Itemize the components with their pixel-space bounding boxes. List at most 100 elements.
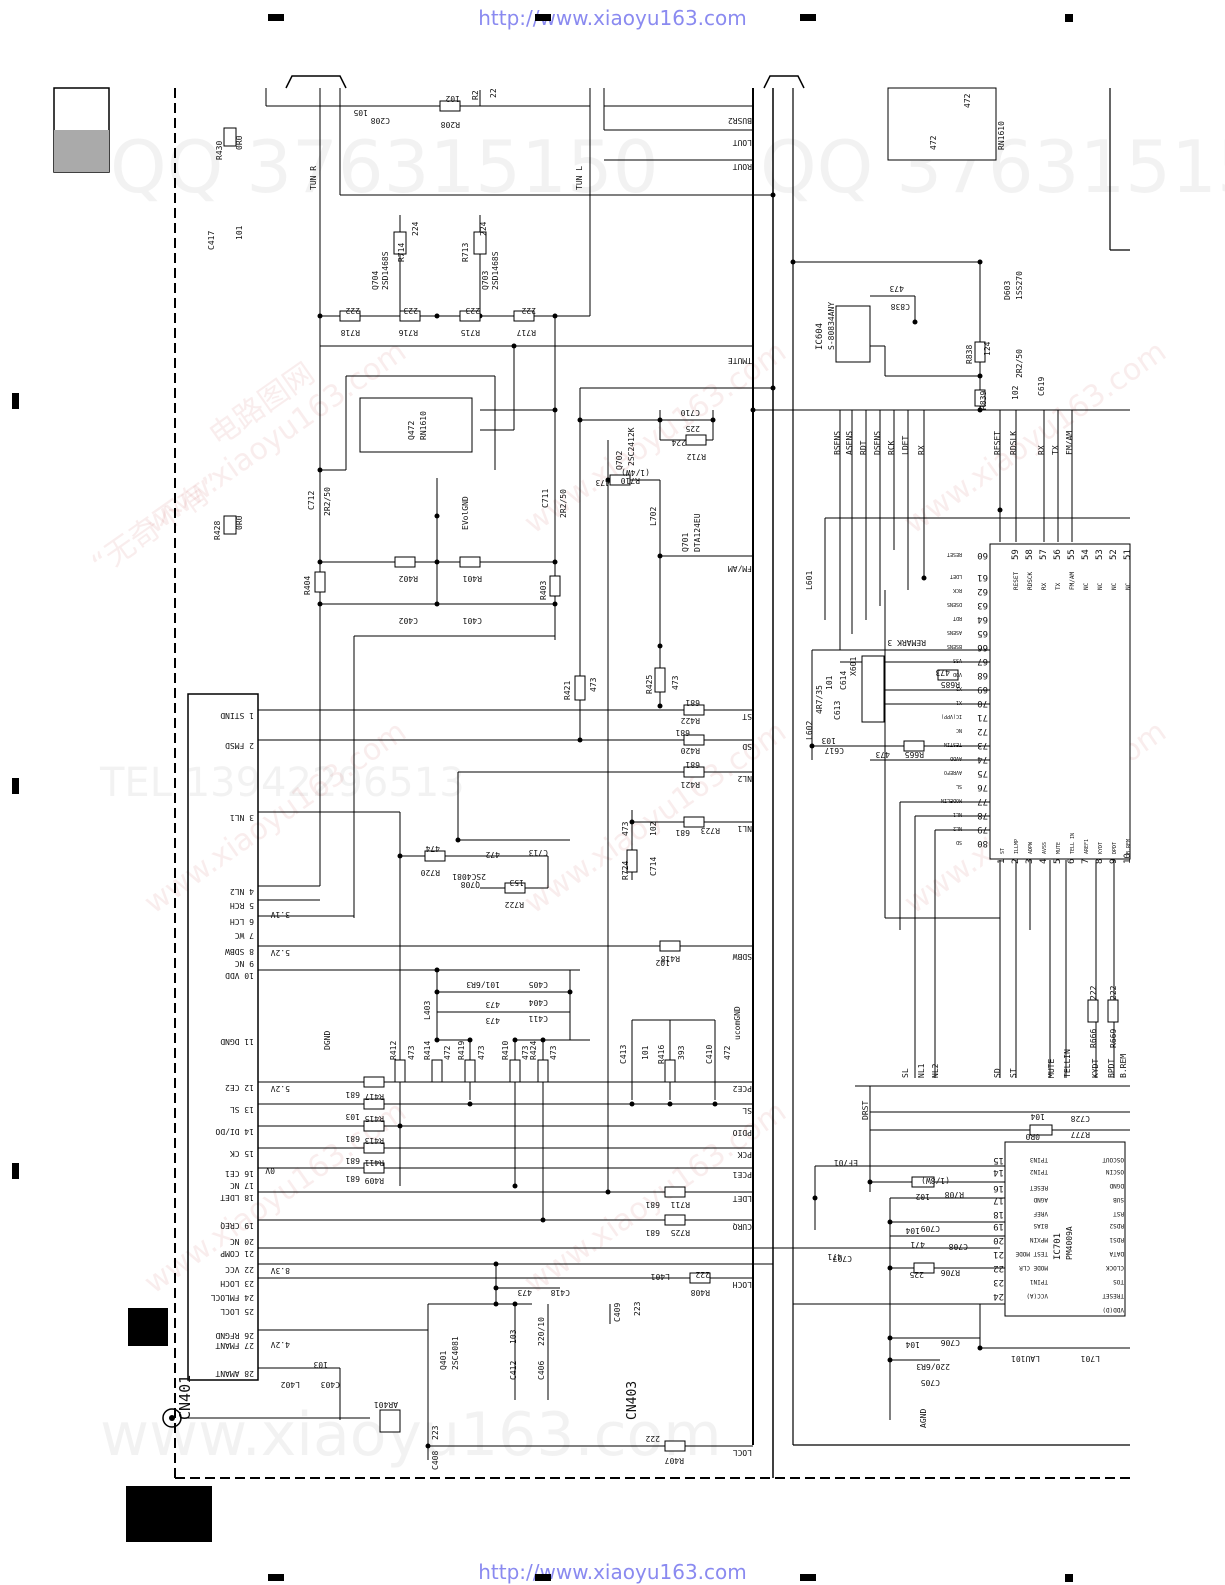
part-label: DSENS [947, 601, 962, 607]
part-label: 102 [915, 1192, 930, 1201]
part-label: 473 [477, 1045, 486, 1060]
part-label: 393 [677, 1045, 686, 1060]
part-label: 473 [485, 1000, 500, 1009]
part-label: C838 [891, 302, 910, 311]
part-label: DRST [861, 1101, 870, 1120]
cn401-pin-label: 22 VCC [225, 1265, 254, 1274]
part-label: 472 [723, 1045, 732, 1060]
part-label: 222 [1089, 985, 1098, 1000]
part-label: R428 [213, 521, 222, 540]
part-label: (1/4W) [621, 468, 650, 477]
part-label: C614 [839, 671, 848, 690]
part-label: SL [956, 783, 962, 789]
part-label: SL [901, 1068, 910, 1078]
part-label: NL1 [917, 1063, 926, 1078]
part-label: 23 [993, 1277, 1004, 1287]
part-label: 124 [983, 341, 992, 356]
part-label: 70 [977, 698, 988, 708]
part-label: R685 [941, 680, 960, 689]
part-label: 14 [993, 1167, 1004, 1177]
page-index-shade [54, 130, 109, 172]
part-label: R710 [621, 476, 640, 485]
cn401-pin-label: 25 LOCL [220, 1307, 254, 1316]
part-label: 52 [1109, 549, 1119, 560]
part-label: CURQ [733, 1222, 752, 1231]
part-label: AGND [1033, 1196, 1048, 1203]
part-label: 8 [1095, 859, 1105, 864]
part-label: R708 [945, 1190, 964, 1199]
part-label: AREF1 [1084, 839, 1090, 854]
part-label: RX [917, 445, 926, 455]
cn401-pin-label: 17 NC [230, 1181, 254, 1190]
cn401-pin-label: 2 FMSD [225, 741, 254, 750]
part-label: R411 [365, 1158, 384, 1167]
footer-url[interactable]: http://www.xiaoyu163.com [478, 1560, 747, 1584]
part-label: 0R0 [235, 515, 244, 530]
part-label: 101 [825, 675, 834, 690]
part-label: 5 [1053, 859, 1063, 864]
cn401-pin-label: 13 SL [230, 1105, 254, 1114]
part-label: DSENS [873, 431, 882, 455]
cn401-pin-label: 11 DGND [220, 1037, 254, 1046]
part-label: C408 [431, 1451, 440, 1470]
part-label: 224 [411, 221, 420, 236]
part-label: 223 [633, 1301, 642, 1316]
part-label: 59 [1011, 549, 1021, 560]
part-label: FM/AM [1065, 431, 1074, 455]
part-label: SD [742, 742, 752, 751]
part-label: 57 [1039, 549, 1049, 560]
part-label: AVDD [950, 755, 962, 761]
part-label: AVSS [1042, 842, 1048, 854]
section-block-large [126, 1486, 212, 1542]
part-label: NL2 [931, 1063, 940, 1078]
part-label: C418 [551, 1288, 570, 1297]
part-label: 681 [645, 1200, 660, 1209]
part-label: 101 [641, 1045, 650, 1060]
part-label: 102 [649, 821, 658, 836]
reg-mark [800, 1574, 816, 1581]
part-label: 68 [977, 670, 988, 680]
cn401-pin-label: 4 NL2 [230, 887, 254, 896]
part-label: R402 [399, 574, 418, 583]
part-label: RESET [1013, 572, 1020, 590]
part-label: IC701 [1053, 1233, 1063, 1260]
part-label: RESET [947, 551, 962, 557]
part-label: 2SC2412K [627, 427, 636, 466]
part-label: C411 [529, 1014, 548, 1023]
part-label: TX [1055, 582, 1062, 590]
part-label: ST [1000, 848, 1006, 854]
part-label: DGND [323, 1031, 332, 1050]
part-label: 7 [1081, 859, 1091, 864]
part-label: 60 [977, 550, 988, 560]
header-url[interactable]: http://www.xiaoyu163.com [478, 6, 747, 30]
part-label: FM/AM [1069, 572, 1076, 590]
part-label: PDIO [733, 1128, 752, 1137]
part-label: TPIN3 [1030, 1156, 1048, 1163]
part-label: 471 [827, 1252, 842, 1261]
part-label: R418 [661, 954, 680, 963]
part-label: 9 [1109, 859, 1119, 864]
part-label: 4.2V [271, 1340, 290, 1349]
part-label: ASENS [947, 629, 962, 635]
part-label: NC [1083, 582, 1090, 590]
part-label: NC [1097, 582, 1104, 590]
part-label: 2R2/50 [559, 489, 568, 518]
reg-mark [12, 393, 19, 409]
part-label: C613 [833, 701, 842, 720]
part-label: 56 [1053, 549, 1063, 560]
part-label: 51 [1123, 549, 1133, 560]
part-label: ILLMP [1014, 839, 1020, 854]
section-block [128, 1308, 168, 1346]
cn401-label: CN401 [176, 1375, 194, 1420]
part-label: 473 [549, 1045, 558, 1060]
part-label: R714 [397, 243, 406, 262]
part-label: RDSCK [1027, 572, 1034, 590]
part-label: 58 [1025, 549, 1035, 560]
part-label: RDSLK [1009, 431, 1018, 455]
part-label: 71 [977, 712, 988, 722]
shield-top [285, 75, 347, 89]
part-label: B.REM [1126, 839, 1132, 854]
part-label: 2SC4081 [451, 1336, 460, 1370]
part-label: C404 [529, 998, 548, 1007]
part-label: 5.2V [271, 948, 290, 957]
